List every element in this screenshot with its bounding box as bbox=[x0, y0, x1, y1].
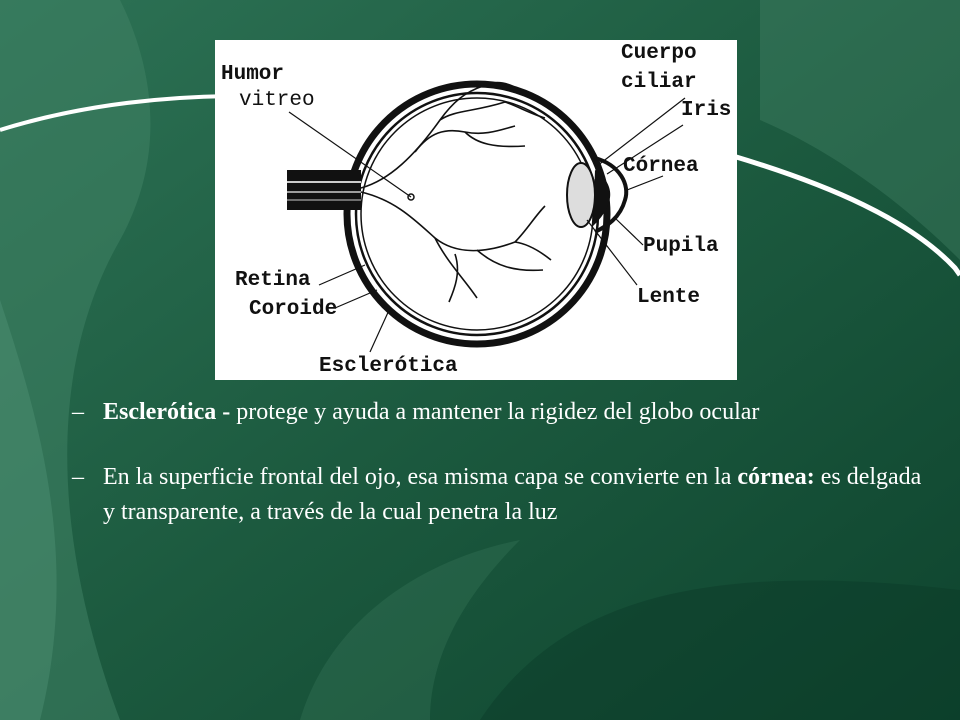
bullet-text-esclerotica: protege y ayuda a mantener la rigidez de… bbox=[236, 399, 760, 425]
bullet-term-cornea: córnea: bbox=[737, 464, 815, 490]
bullet-esclerotica: –Esclerótica - protege y ayuda a mantene… bbox=[72, 395, 932, 430]
blood-vessels bbox=[360, 81, 552, 303]
choroid-layer bbox=[354, 91, 600, 337]
lens bbox=[566, 162, 596, 228]
leader-lines bbox=[288, 97, 686, 353]
bullet-text-cornea: es delgada y transparente, a través de l… bbox=[103, 464, 922, 525]
cornea-curve bbox=[594, 156, 629, 234]
eye-drawing bbox=[287, 80, 686, 353]
label-iris: Iris bbox=[681, 99, 732, 122]
bullet-dash: – bbox=[72, 464, 84, 490]
label-ciliar: ciliar bbox=[621, 71, 697, 94]
label-esclerotica: Esclerótica bbox=[319, 355, 458, 378]
bullet-cornea: –En la superficie frontal del ojo, esa m… bbox=[72, 460, 932, 530]
bullet-term-esclerotica: Esclerótica - bbox=[103, 399, 237, 425]
bullet-list: –Esclerótica - protege y ayuda a mantene… bbox=[72, 395, 932, 530]
label-vitreo: vitreo bbox=[239, 89, 315, 112]
label-pupila: Pupila bbox=[643, 235, 719, 258]
label-humor: Humor bbox=[221, 63, 285, 86]
label-retina: Retina bbox=[235, 269, 311, 292]
iris-shape bbox=[593, 170, 611, 226]
eye-diagram: Humor vitreo Cuerpo ciliar Iris Córnea P… bbox=[215, 40, 737, 380]
sclera-layer bbox=[343, 80, 611, 348]
optic-nerve bbox=[287, 170, 361, 210]
bullet-dash: – bbox=[72, 399, 84, 425]
label-coroide: Coroide bbox=[249, 298, 338, 321]
label-cuerpo: Cuerpo bbox=[621, 42, 697, 65]
bullet-pre-cornea: En la superficie frontal del ojo, esa mi… bbox=[103, 464, 738, 490]
label-lente: Lente bbox=[637, 286, 701, 309]
label-cornea: Córnea bbox=[623, 155, 699, 178]
